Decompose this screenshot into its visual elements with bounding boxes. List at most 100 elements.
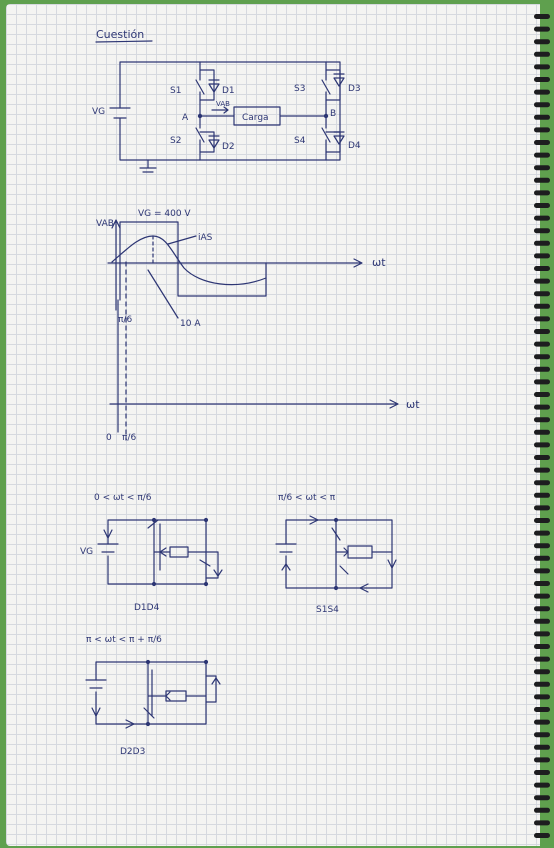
current-pointer xyxy=(147,269,179,319)
switch-s1 xyxy=(195,79,205,95)
ias-pointer xyxy=(167,235,197,245)
load-box xyxy=(233,106,281,126)
interval-1-title: 0 < ωt < π/6 xyxy=(94,493,152,503)
spiral-ring xyxy=(534,278,550,284)
label-load: Carga xyxy=(242,113,269,123)
x-axis-2 xyxy=(109,399,399,409)
label-d3: D3 xyxy=(348,84,361,94)
spiral-ring xyxy=(534,644,550,649)
y-axis xyxy=(111,219,121,311)
label-zero: 0 xyxy=(106,433,112,443)
interval-3-circuit xyxy=(85,659,221,729)
spiral-ring xyxy=(534,51,550,57)
dc-source-symbol xyxy=(109,107,131,127)
label-pi6-2: π/6 xyxy=(122,433,136,443)
spiral-ring xyxy=(534,329,550,334)
h-bridge-circuit xyxy=(109,61,345,173)
vab-square-wave xyxy=(119,221,267,301)
label-d4: D4 xyxy=(348,141,361,151)
spiral-ring xyxy=(534,26,550,32)
spiral-ring xyxy=(534,555,550,561)
label-d2: D2 xyxy=(222,142,235,152)
spiral-ring xyxy=(534,114,550,120)
label-vg: VG xyxy=(92,107,105,117)
interval-2-caption: S1S4 xyxy=(316,605,339,615)
spiral-ring xyxy=(534,669,550,675)
spiral-ring xyxy=(534,455,550,460)
interval-1-vg: VG xyxy=(80,547,93,557)
switch-s4 xyxy=(321,127,331,143)
spiral-ring xyxy=(534,593,550,599)
label-s1: S1 xyxy=(170,86,181,96)
spiral-ring xyxy=(534,341,550,347)
spiral-ring xyxy=(534,102,550,108)
spiral-ring xyxy=(534,140,550,145)
spiral-ring xyxy=(534,392,550,397)
spiral-ring xyxy=(534,379,550,385)
label-s3: S3 xyxy=(294,84,305,94)
spiral-ring xyxy=(534,505,550,511)
spiral-ring xyxy=(534,404,550,410)
diode-d3 xyxy=(333,73,345,87)
interval-3-title: π < ωt < π + π/6 xyxy=(86,635,162,645)
spiral-ring xyxy=(534,467,550,473)
label-vg-400: VG = 400 V xyxy=(138,209,191,219)
spiral-ring xyxy=(534,177,550,183)
spiral-ring xyxy=(534,833,550,838)
spiral-ring xyxy=(534,442,550,448)
spiral-ring xyxy=(534,253,550,259)
spiral-ring xyxy=(534,240,550,246)
label-s4: S4 xyxy=(294,136,306,146)
waveform-graph xyxy=(107,219,363,441)
spiral-ring xyxy=(534,215,550,221)
spiral-ring xyxy=(534,543,550,549)
spiral-ring xyxy=(534,694,550,700)
spiral-ring xyxy=(534,795,550,801)
spiral-ring xyxy=(534,732,550,738)
spiral-ring xyxy=(534,203,550,208)
spiral-ring xyxy=(534,618,550,624)
label-node-b: B xyxy=(330,109,336,119)
spiral-ring xyxy=(534,39,550,45)
spiral-ring xyxy=(534,492,550,498)
spiral-ring xyxy=(534,719,550,725)
interval-1-circuit xyxy=(97,517,223,587)
spiral-ring xyxy=(534,480,550,486)
spiral-ring xyxy=(534,757,550,763)
spiral-ring xyxy=(534,518,550,523)
spiral-ring xyxy=(534,820,550,826)
spiral-ring xyxy=(534,366,550,372)
interval-2-circuit xyxy=(275,515,397,593)
label-pi6: π/6 xyxy=(118,315,132,325)
diode-d4 xyxy=(333,131,345,145)
vab-arrow xyxy=(211,106,229,114)
ground-symbol xyxy=(139,159,157,173)
label-current: 10 A xyxy=(180,319,201,329)
spiral-ring xyxy=(534,807,550,813)
label-ias: iAS xyxy=(198,233,213,243)
spiral-ring xyxy=(534,316,550,322)
spiral-ring xyxy=(534,14,550,19)
spiral-ring xyxy=(534,303,550,309)
current-ias-curve xyxy=(111,235,267,286)
grid-paper xyxy=(6,4,540,846)
spiral-ring xyxy=(534,681,550,687)
label-vab: VAB xyxy=(216,100,230,108)
spiral-ring xyxy=(534,782,550,788)
spiral-ring xyxy=(534,581,550,586)
spiral-ring xyxy=(534,631,550,637)
spiral-binding xyxy=(534,14,550,838)
spiral-ring xyxy=(534,228,550,234)
switch-s3 xyxy=(321,79,331,95)
switch-s2 xyxy=(195,127,205,143)
spiral-ring xyxy=(534,354,550,360)
diode-d2 xyxy=(208,135,220,149)
title-underline xyxy=(95,40,153,43)
interval-3-caption: D2D3 xyxy=(120,747,145,757)
spiral-ring xyxy=(534,165,550,171)
interval-1-caption: D1D4 xyxy=(134,603,160,613)
spiral-ring xyxy=(534,89,550,95)
label-s2: S2 xyxy=(170,136,181,146)
